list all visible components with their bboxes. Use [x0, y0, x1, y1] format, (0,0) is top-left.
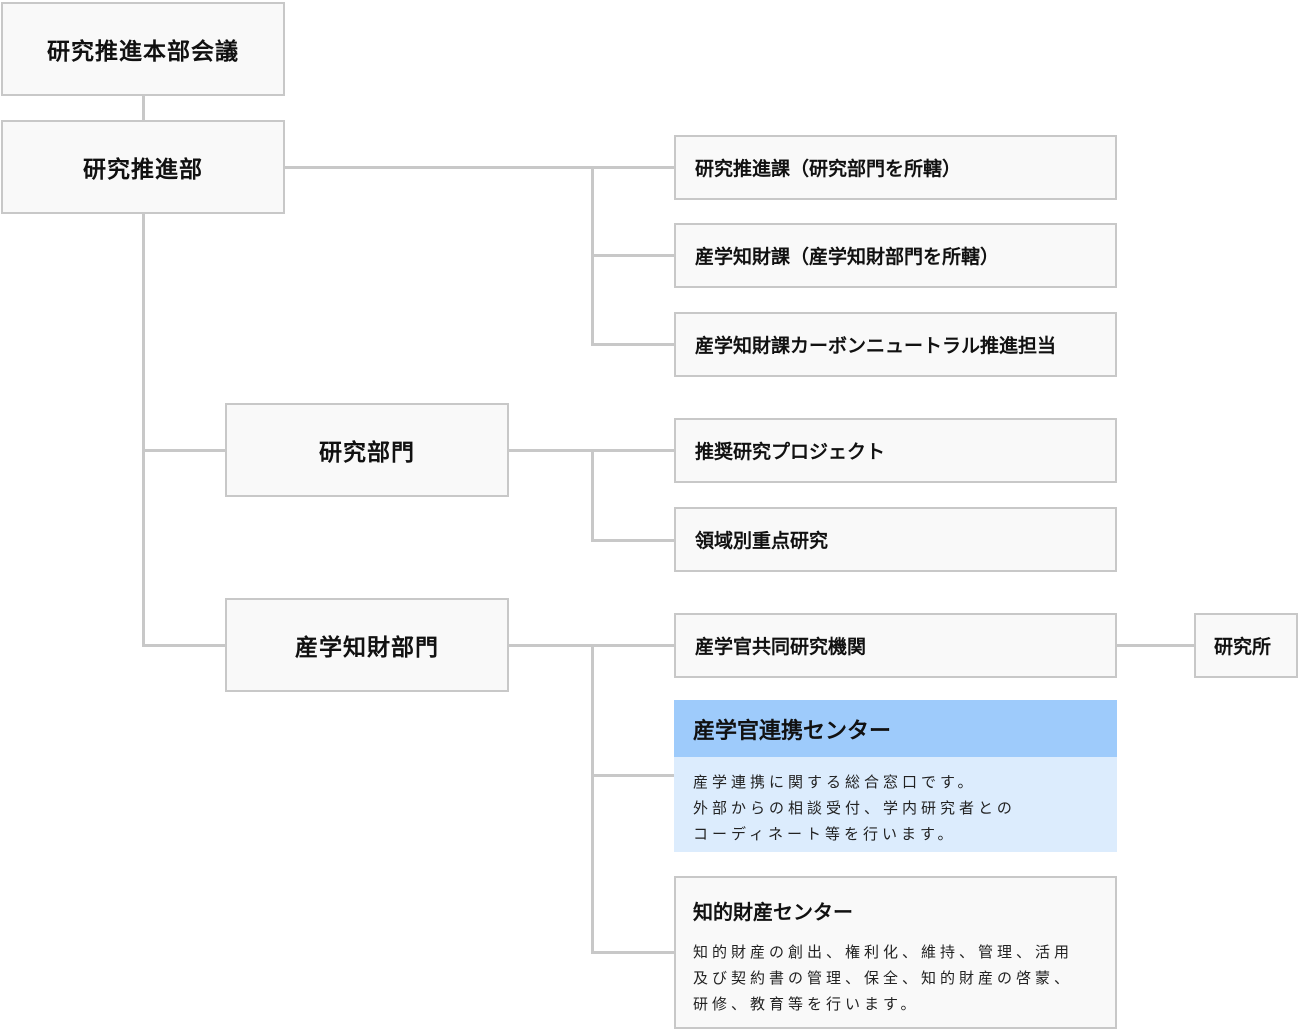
- research-division-box: 研究部門: [225, 403, 509, 497]
- unit-box: 推奨研究プロジェクト: [674, 418, 1117, 483]
- unit-box: 産学官共同研究機関: [674, 613, 1117, 678]
- connector: [142, 449, 225, 452]
- connector: [591, 254, 674, 257]
- unit-box: 産学知財課カーボンニュートラル推進担当: [674, 312, 1117, 377]
- council-box: 研究推進本部会議: [1, 2, 285, 96]
- connector: [142, 644, 225, 647]
- connector: [591, 343, 674, 346]
- connector: [1117, 644, 1194, 647]
- collab-center-desc: コーディネート等を行います。: [693, 825, 957, 843]
- connector: [285, 166, 674, 169]
- institute-box: 研究所: [1194, 613, 1298, 678]
- connector: [591, 951, 674, 954]
- ip-center-desc: 研修、教育等を行います。: [693, 995, 920, 1013]
- unit-box: 領域別重点研究: [674, 507, 1117, 572]
- connector: [142, 96, 145, 120]
- connector: [591, 449, 594, 542]
- collab-center-desc: 外部からの相談受付、学内研究者との: [693, 799, 1016, 817]
- connector: [591, 539, 674, 542]
- ip-center-title: 知的財産センター: [693, 900, 853, 924]
- unit-box: 研究推進課（研究部門を所轄）: [674, 135, 1117, 200]
- ip-center-desc: 及び契約書の管理、保全、知的財産の啓蒙、: [693, 969, 1074, 987]
- unit-box: 産学知財課（産学知財部門を所轄）: [674, 223, 1117, 288]
- ip-division-box: 産学知財部門: [225, 598, 509, 692]
- connector: [591, 774, 674, 777]
- collab-center-title: 産学官連携センター: [674, 700, 1117, 757]
- dept-box: 研究推進部: [1, 120, 285, 214]
- connector: [142, 214, 145, 647]
- connector: [591, 644, 594, 954]
- ip-center-desc: 知的財産の創出、権利化、維持、管理、活用: [693, 943, 1074, 961]
- ip-center-box: 知的財産センター 知的財産の創出、権利化、維持、管理、活用 及び契約書の管理、保…: [674, 876, 1117, 1029]
- collab-center-desc: 産学連携に関する総合窓口です。: [693, 773, 977, 791]
- collab-center-box: 産学官連携センター 産学連携に関する総合窓口です。 外部からの相談受付、学内研究…: [674, 700, 1117, 852]
